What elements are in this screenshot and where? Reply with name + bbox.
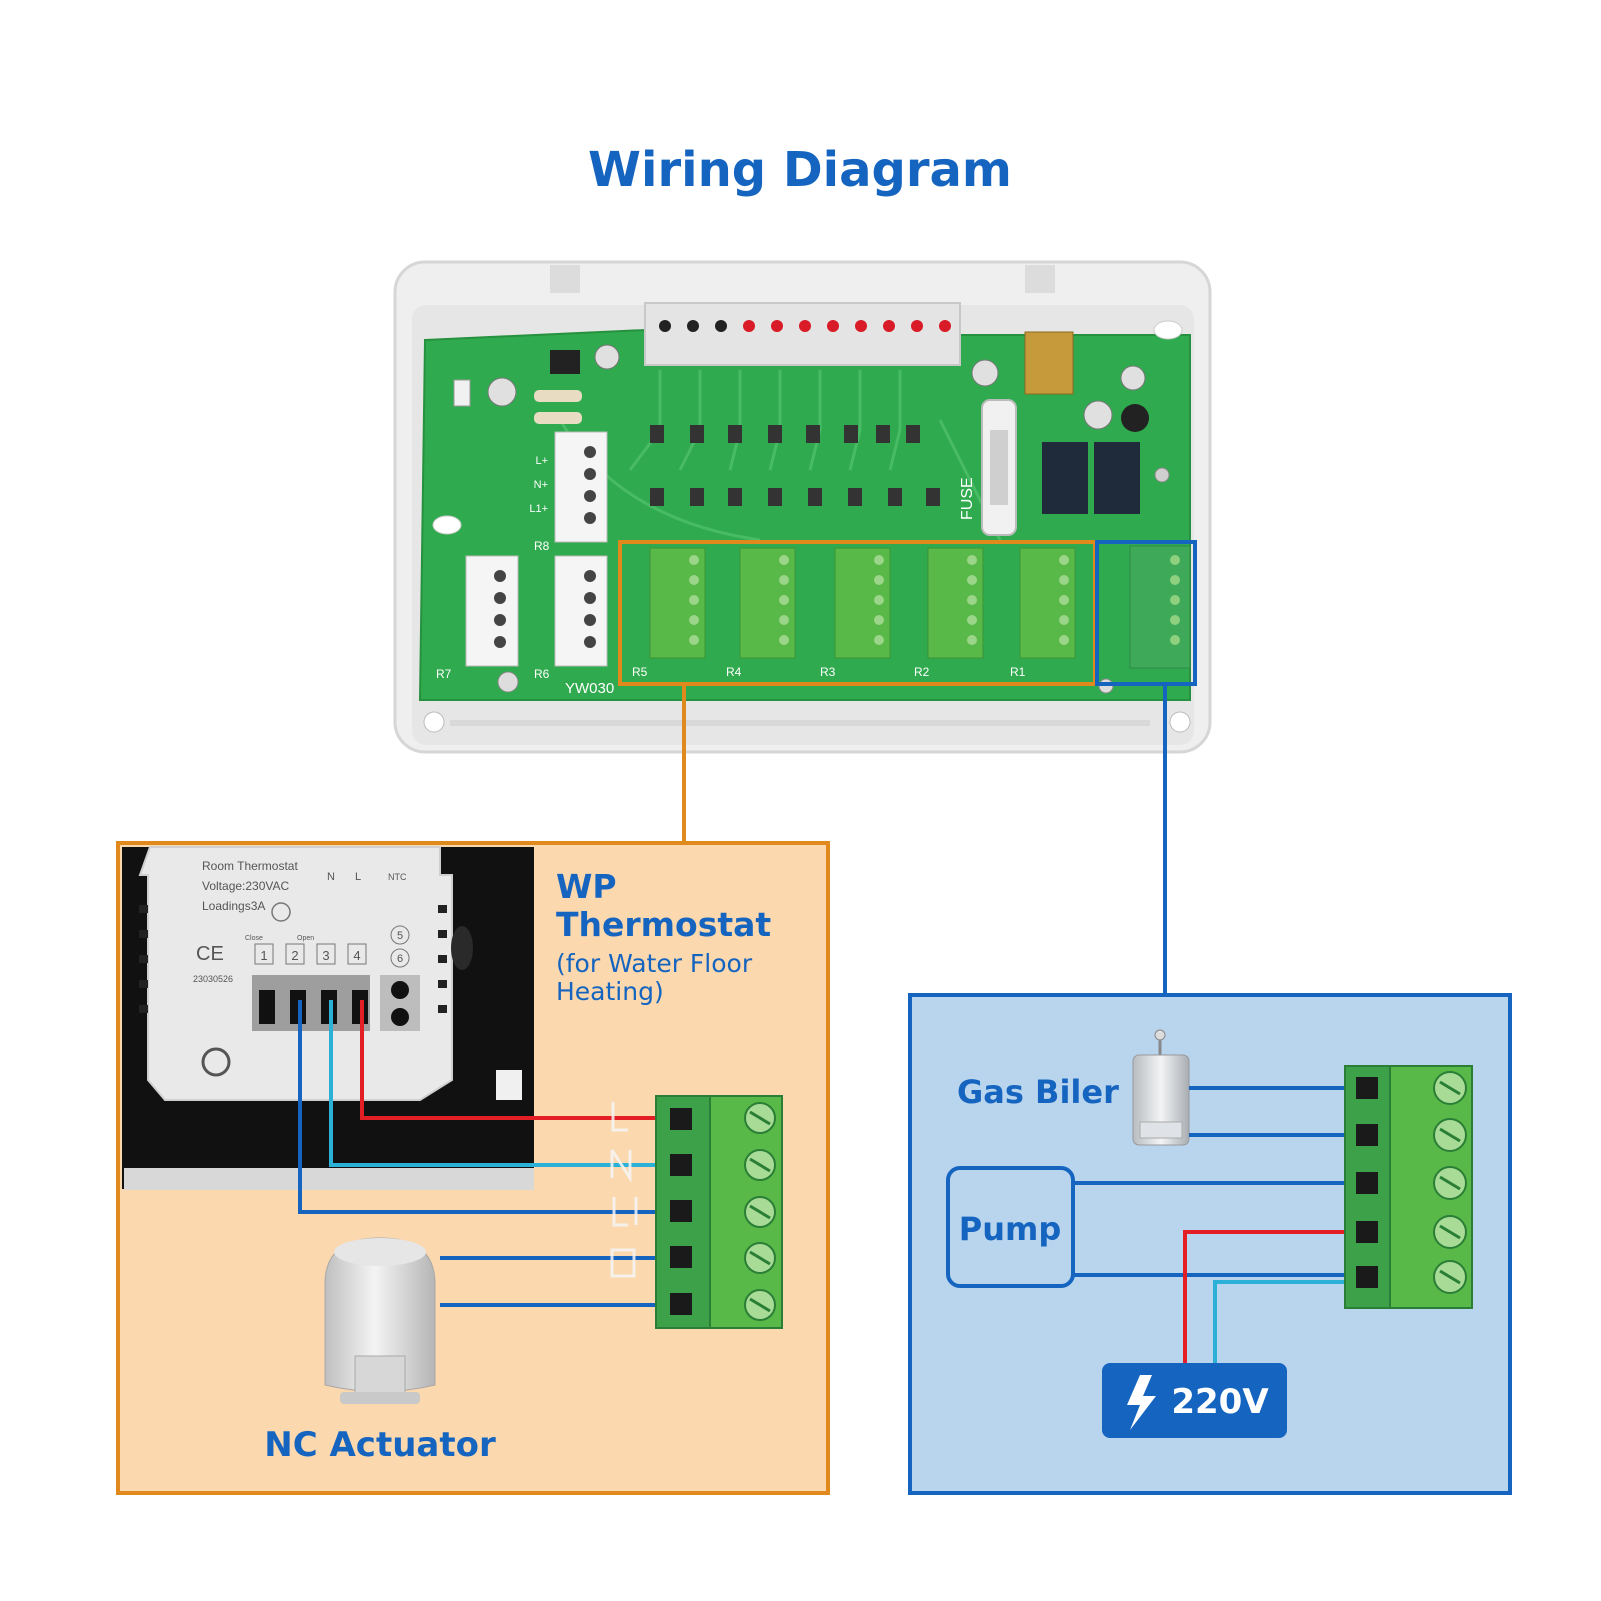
device-ntc-label: NTC — [388, 872, 407, 882]
gas-boiler-label: Gas Biler — [957, 1073, 1119, 1111]
relay-1 — [1042, 442, 1088, 514]
wire-power-live — [1183, 1230, 1380, 1370]
relay-label-r8: R8 — [534, 539, 550, 553]
zone-label-r5: R5 — [632, 665, 648, 679]
device-serial: 23030526 — [193, 974, 233, 984]
boiler-connector — [1344, 1065, 1473, 1309]
pin-label-l: L+ — [535, 455, 548, 467]
resistor — [534, 390, 582, 402]
boiler-panel: Gas Biler Pump — [908, 993, 1512, 1495]
relay-label-r7: R7 — [436, 667, 452, 681]
device-n-label: N — [327, 871, 335, 883]
terminal-number-6: 6 — [397, 953, 403, 965]
thermostat-panel: Room Thermostat Voltage:230VAC Loadings3… — [116, 841, 830, 1495]
motor-icon — [271, 902, 291, 922]
thermostat-connector — [655, 1095, 783, 1329]
led-header — [644, 302, 961, 366]
relay-2 — [1094, 442, 1140, 514]
terminal-number-2: 2 — [291, 948, 298, 963]
terminal-number-1: 1 — [260, 948, 267, 963]
zone-label-r4: R4 — [726, 665, 742, 679]
thermostat-subtitle-line2: Heating) — [556, 977, 664, 1006]
terminal-number-3: 3 — [322, 948, 329, 963]
thermostat-reset-icon — [201, 1047, 231, 1077]
ic-chip — [550, 350, 580, 374]
device-open-label: Open — [297, 935, 314, 942]
resistor — [534, 412, 582, 424]
pump-label: Pump — [959, 1210, 1061, 1248]
zone-terminals — [649, 547, 1076, 659]
pin-label-l1: L1+ — [529, 503, 548, 515]
wire-neutral — [329, 1000, 685, 1167]
boiler-pump-terminal — [1129, 545, 1191, 669]
zone-label-r2: R2 — [914, 665, 930, 679]
device-label-line2: Voltage:230VAC — [202, 879, 290, 893]
gas-boiler-icon — [1132, 1029, 1190, 1146]
actuator-label: NC Actuator — [264, 1425, 496, 1465]
terminal-number-5: 5 — [397, 930, 403, 942]
fuse-label: FUSE — [959, 477, 976, 520]
left-terminal-blocks — [465, 431, 608, 667]
capacitor — [1120, 365, 1146, 391]
connector — [453, 379, 471, 407]
lightning-icon — [1127, 1375, 1156, 1430]
capacitor — [1121, 404, 1149, 432]
wire-power-neutral — [1213, 1280, 1380, 1370]
capacitor — [594, 344, 620, 370]
terminal-number-4: 4 — [353, 948, 360, 963]
pin-label-n: N+ — [534, 479, 548, 491]
boiler-highlight — [1095, 540, 1197, 686]
control-board: FUSE L+ N+ L1+ R8 R7 R6 YW030 — [393, 260, 1212, 754]
capacitor — [1083, 400, 1113, 430]
led-indicators — [659, 320, 951, 332]
wire-live — [360, 1000, 685, 1120]
device-l-label: L — [355, 871, 361, 883]
nc-actuator-icon — [324, 1237, 436, 1404]
capacitor — [487, 377, 517, 407]
transformer — [1024, 331, 1074, 395]
thermostat-back — [138, 846, 453, 1101]
board-model: YW030 — [565, 680, 614, 697]
resistor-row-upper — [650, 425, 920, 443]
device-label-line1: Room Thermostat — [202, 859, 298, 873]
page-title: Wiring Diagram — [588, 142, 1012, 198]
relay-label-r6: R6 — [534, 667, 550, 681]
zone-label-r1: R1 — [1010, 665, 1026, 679]
device-close-label: Close — [245, 935, 263, 942]
resistor-row-lower — [650, 488, 940, 506]
zone-label-r3: R3 — [820, 665, 836, 679]
thermostat-subtitle-line1: (for Water Floor — [556, 949, 753, 978]
ce-mark: CE — [196, 943, 224, 965]
thermostat-title-line1: WP — [556, 867, 617, 906]
power-label: 220V — [1171, 1382, 1269, 1422]
capacitor — [971, 359, 999, 387]
pump-box — [946, 1166, 1075, 1288]
thermostat-title-line2: Thermostat — [556, 905, 771, 944]
device-label-line3: Loadings3A — [202, 899, 265, 913]
wire-switched — [298, 1000, 685, 1214]
